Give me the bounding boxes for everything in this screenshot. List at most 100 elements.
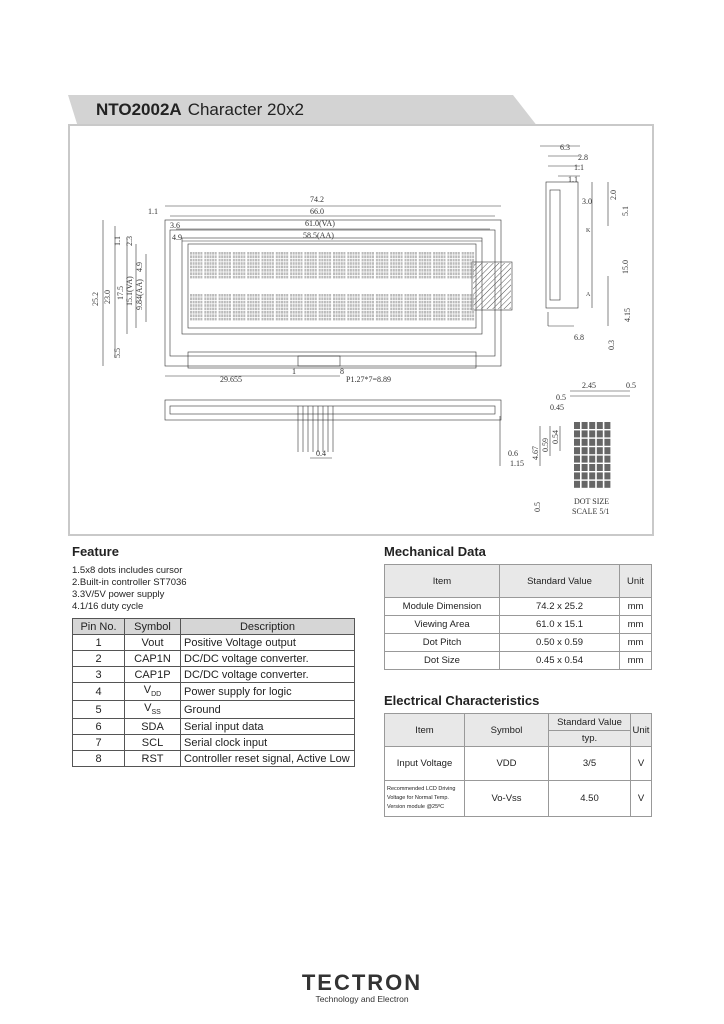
char-dot (266, 255, 269, 258)
dot-cell (604, 464, 611, 471)
char-dot (221, 262, 224, 265)
char-dot (281, 304, 283, 307)
char-dot (304, 272, 307, 275)
char-dot (200, 255, 203, 258)
char-dot (443, 307, 446, 311)
char-dot (418, 269, 421, 272)
char-dot (455, 311, 458, 314)
char-dot (257, 297, 260, 300)
char-dot (278, 262, 281, 265)
char-dot (398, 317, 400, 321)
char-dot (349, 258, 352, 262)
char-dot (326, 300, 329, 304)
char-dot (297, 275, 300, 279)
char-dot (226, 311, 229, 314)
char-dot (318, 262, 321, 265)
char-dot (392, 307, 395, 311)
char-dot (361, 262, 364, 265)
char-dot (338, 300, 341, 304)
char-dot (386, 297, 389, 300)
dot-size-grid (574, 422, 611, 488)
char-dot (275, 262, 278, 265)
char-dot (392, 262, 395, 265)
char-dot (404, 255, 407, 258)
char-dot (204, 307, 207, 311)
char-dot (352, 314, 355, 317)
char-dot (261, 297, 264, 300)
char-dot (464, 294, 467, 297)
char-dot (466, 294, 469, 297)
char-dot (218, 311, 221, 314)
char-dot (329, 314, 332, 317)
char-dot (414, 262, 417, 265)
char-dot (235, 252, 238, 255)
char-dot (323, 314, 326, 317)
active-area (187, 243, 477, 329)
char-dot (335, 314, 338, 317)
char-dot (457, 258, 460, 262)
char-dot (214, 304, 217, 307)
char-dot (292, 317, 295, 321)
elec-unit: V (630, 746, 652, 781)
char-dot (307, 265, 309, 269)
char-dot (326, 304, 329, 307)
char-dot (329, 275, 332, 279)
char-dot (300, 304, 303, 307)
char-dot (232, 294, 235, 297)
char-dot (357, 317, 360, 321)
char-dot (206, 252, 209, 255)
char-dot (340, 317, 343, 321)
char-dot (286, 300, 289, 304)
char-dot (361, 258, 364, 262)
dim-23-0: 23.0 (103, 290, 112, 304)
pin-1-label: 1 (292, 367, 296, 376)
char-dot (292, 304, 295, 307)
char-dot (343, 314, 346, 317)
char-dot (281, 258, 283, 262)
char-dot (229, 317, 231, 321)
char-dot (238, 258, 241, 262)
char-dot (364, 252, 367, 255)
char-dot (314, 252, 317, 255)
char-dot (461, 300, 464, 304)
char-dot (206, 262, 209, 265)
char-dot (347, 275, 350, 279)
char-dot (212, 255, 215, 258)
char-dot (375, 275, 378, 279)
dot-cell (604, 472, 611, 480)
char-dot (249, 304, 252, 307)
char-dot (238, 252, 241, 255)
char-dot (450, 262, 452, 265)
char-dot (292, 314, 295, 317)
char-dot (206, 307, 209, 311)
char-dot (461, 311, 464, 314)
char-dot (469, 255, 472, 258)
char-dot (197, 265, 200, 269)
symbol-header: Symbol (124, 618, 181, 635)
char-dot (295, 317, 298, 321)
char-dot (400, 294, 403, 297)
char-dot (400, 272, 403, 275)
char-dot (232, 300, 235, 304)
char-dot (232, 269, 235, 272)
char-dot (235, 269, 238, 272)
char-dot (426, 262, 429, 265)
char-dot (275, 252, 278, 255)
char-dot (429, 294, 432, 297)
char-dot (300, 262, 303, 265)
char-dot (286, 304, 289, 307)
char-dot (271, 314, 274, 317)
char-dot (438, 275, 441, 279)
char-dot (300, 265, 303, 269)
char-dot (278, 311, 281, 314)
char-dot (192, 307, 195, 311)
char-dot (386, 314, 389, 317)
char-dot (381, 255, 384, 258)
char-dot (381, 269, 384, 272)
char-dot (218, 255, 221, 258)
char-dot (190, 314, 192, 317)
char-dot (292, 269, 295, 272)
char-dot (457, 314, 460, 317)
char-dot (343, 258, 346, 262)
